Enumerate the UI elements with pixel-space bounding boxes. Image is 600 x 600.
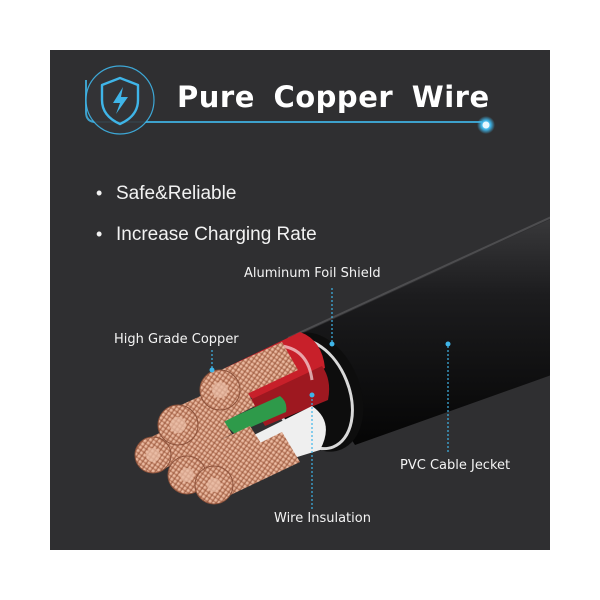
- callout-high-grade-copper: High Grade Copper: [114, 332, 239, 347]
- cable-illustration: [85, 65, 550, 510]
- feature-text: Increase Charging Rate: [116, 224, 317, 245]
- page-title: Pure Copper Wire: [177, 80, 490, 114]
- feature-text: Safe&Reliable: [116, 183, 237, 204]
- callout-pvc-cable-jacket: PVC Cable Jecket: [400, 458, 511, 473]
- copper-conductors: [134, 342, 300, 505]
- callout-leader-lines: [211, 288, 449, 510]
- feature-item: • Safe&Reliable: [96, 183, 236, 205]
- callout-wire-insulation: Wire Insulation: [274, 511, 371, 526]
- callout-aluminum-foil-shield: Aluminum Foil Shield: [244, 266, 381, 281]
- bullet-dot: •: [96, 224, 103, 244]
- shield-lightning-icon: [85, 65, 155, 135]
- callout-anchor-dots: [209, 341, 451, 398]
- bullet-dot: •: [96, 183, 103, 203]
- product-infographic-panel: Pure Copper Wire • Safe&Reliable • Increas…: [50, 50, 550, 550]
- feature-item: • Increase Charging Rate: [96, 224, 317, 246]
